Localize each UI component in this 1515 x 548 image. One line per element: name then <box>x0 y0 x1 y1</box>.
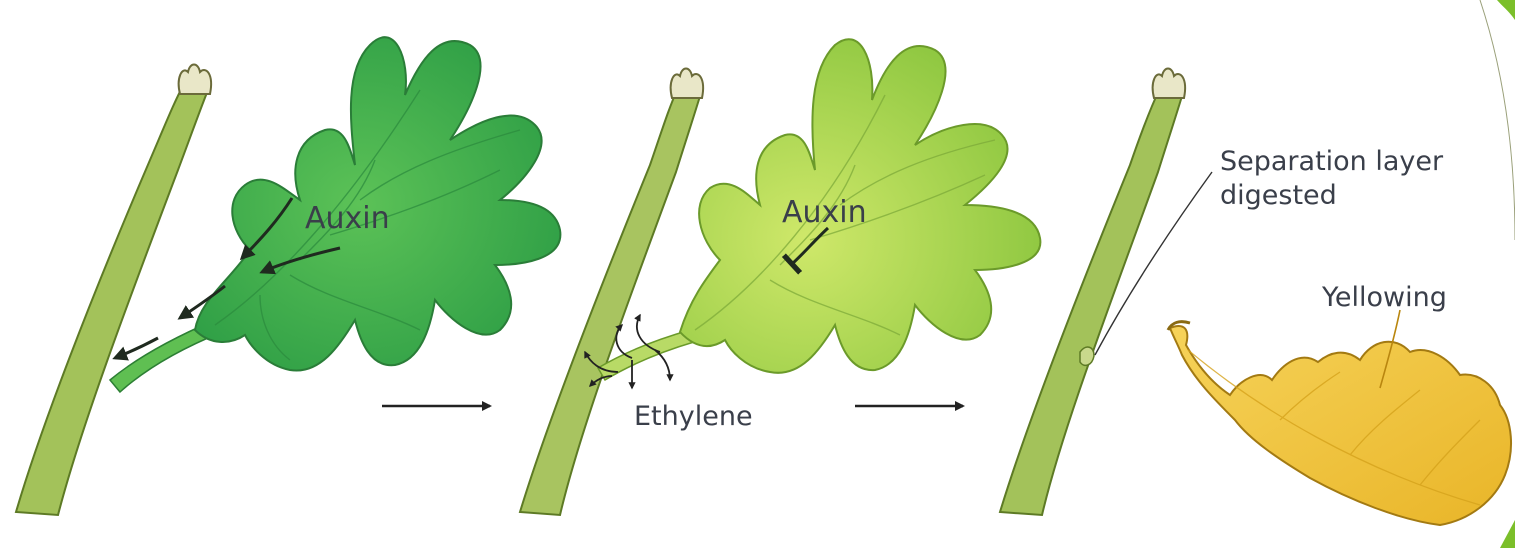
ethylene-label: Ethylene <box>634 401 753 432</box>
leaf-yellow <box>1170 326 1511 525</box>
auxin-label-2: Auxin <box>782 195 867 230</box>
auxin-label-1: Auxin <box>305 201 390 236</box>
bud-2 <box>671 69 703 99</box>
corner-divider-line <box>1480 0 1515 240</box>
yellowing-label: Yellowing <box>1321 282 1447 313</box>
panel-abscission: Separation layer digested Yellowing <box>1000 0 1515 548</box>
corner-accent <box>1497 0 1515 20</box>
separation-label-line1: Separation layer <box>1220 146 1444 177</box>
bud-1 <box>179 65 211 95</box>
panel-healthy-leaf: Auxin <box>16 37 560 515</box>
leaf-scar <box>1080 347 1094 365</box>
separation-label-line2: digested <box>1220 180 1337 211</box>
stem-2 <box>520 88 700 515</box>
corner-accent-bottom <box>1500 520 1515 548</box>
stem-3 <box>1000 88 1182 515</box>
stem-1 <box>16 82 208 515</box>
panel-aging-leaf: Auxin Ethylene <box>520 39 1040 515</box>
bud-3 <box>1153 69 1185 99</box>
